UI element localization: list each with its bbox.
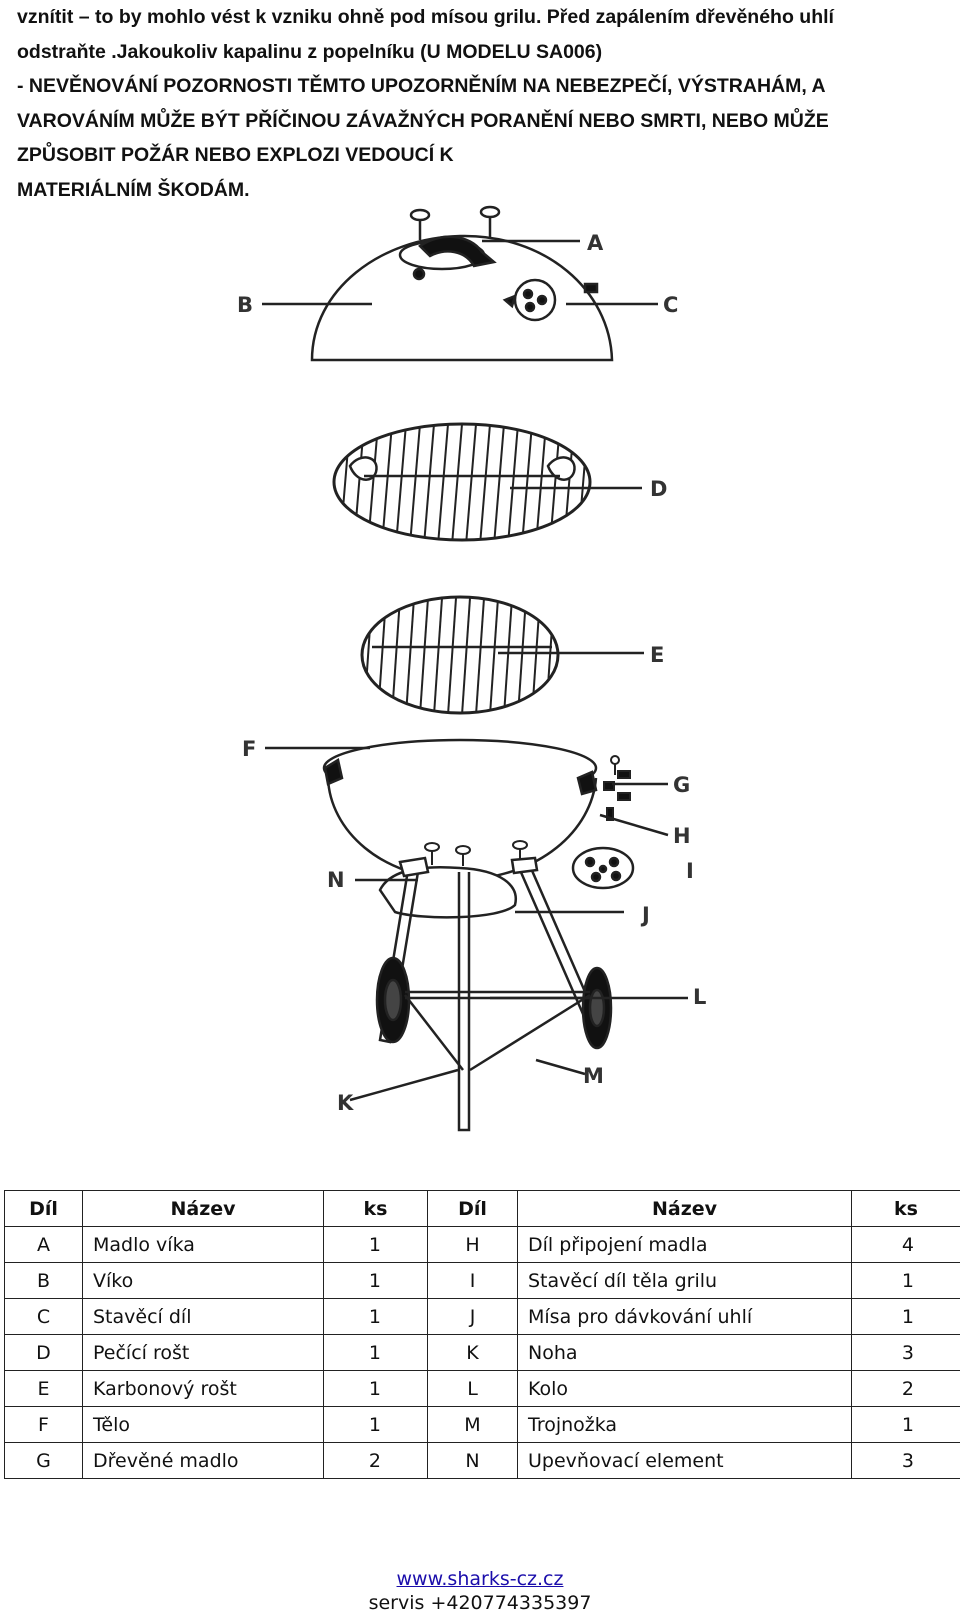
parts-table: Díl Název ks Díl Název ks A Madlo víka 1… — [4, 1190, 960, 1479]
table-cell: Víko — [83, 1263, 324, 1299]
table-cell: H — [428, 1227, 518, 1263]
table-cell: 1 — [852, 1407, 960, 1443]
column-header: Název — [518, 1191, 852, 1227]
label-i: I — [686, 859, 694, 883]
warning-line: odstraňte .Jakoukoliv kapalinu z popelní… — [17, 35, 947, 70]
label-g: G — [673, 773, 690, 797]
table-cell: Stavěcí díl těla grilu — [518, 1263, 852, 1299]
table-cell: I — [428, 1263, 518, 1299]
table-cell: 1 — [852, 1263, 960, 1299]
table-cell: C — [5, 1299, 83, 1335]
label-f: F — [242, 737, 256, 761]
table-cell: Noha — [518, 1335, 852, 1371]
table-row: G Dřevěné madlo 2 N Upevňovací element 3 — [5, 1443, 960, 1479]
label-k: K — [337, 1091, 354, 1115]
table-row: F Tělo 1 M Trojnožka 1 — [5, 1407, 960, 1443]
label-j: J — [640, 903, 650, 927]
table-cell: Stavěcí díl — [83, 1299, 324, 1335]
bottom-vent-drawing — [573, 848, 633, 888]
table-row: B Víko 1 I Stavěcí díl těla grilu 1 — [5, 1263, 960, 1299]
table-cell: 3 — [852, 1443, 960, 1479]
table-cell: G — [5, 1443, 83, 1479]
column-header: Díl — [5, 1191, 83, 1227]
table-cell: Mísa pro dávkování uhlí — [518, 1299, 852, 1335]
label-d: D — [650, 477, 667, 501]
charcoal-grate-drawing — [362, 597, 558, 715]
column-header: ks — [324, 1191, 428, 1227]
cooking-grate-drawing — [334, 424, 590, 545]
label-h: H — [673, 824, 691, 848]
footer-link-line: www.sharks-cz.cz — [0, 1568, 960, 1590]
warning-line: ZPŮSOBIT POŽÁR NEBO EXPLOZI VEDOUCÍ K — [17, 138, 947, 173]
table-cell: 1 — [324, 1299, 428, 1335]
table-row: A Madlo víka 1 H Díl připojení madla 4 — [5, 1227, 960, 1263]
table-cell: Kolo — [518, 1371, 852, 1407]
table-cell: J — [428, 1299, 518, 1335]
table-cell: Tělo — [83, 1407, 324, 1443]
table-row: D Pečící rošt 1 K Noha 3 — [5, 1335, 960, 1371]
label-b: B — [237, 293, 253, 317]
table-cell: K — [428, 1335, 518, 1371]
tripod-drawing — [405, 992, 590, 1070]
table-cell: Trojnožka — [518, 1407, 852, 1443]
table-cell: D — [5, 1335, 83, 1371]
column-header: Díl — [428, 1191, 518, 1227]
label-l: L — [693, 985, 706, 1009]
warning-line: vznítit – to by mohlo vést k vzniku ohně… — [17, 0, 947, 35]
table-cell: Dřevěné madlo — [83, 1443, 324, 1479]
footer-service: servis +420774335397 — [0, 1592, 960, 1614]
table-cell: F — [5, 1407, 83, 1443]
label-n: N — [327, 868, 345, 892]
table-cell: 3 — [852, 1335, 960, 1371]
table-cell: 1 — [324, 1263, 428, 1299]
table-cell: 1 — [324, 1335, 428, 1371]
table-cell: Pečící rošt — [83, 1335, 324, 1371]
bowl-drawing — [324, 740, 596, 880]
warning-line: - NEVĚNOVÁNÍ POZORNOSTI TĚMTO UPOZORNĚNÍ… — [17, 69, 947, 104]
table-cell: 2 — [324, 1443, 428, 1479]
table-cell: 4 — [852, 1227, 960, 1263]
label-m: M — [583, 1064, 604, 1088]
column-header: ks — [852, 1191, 960, 1227]
table-row: E Karbonový rošt 1 L Kolo 2 — [5, 1371, 960, 1407]
table-cell: A — [5, 1227, 83, 1263]
column-header: Název — [83, 1191, 324, 1227]
table-cell: Karbonový rošt — [83, 1371, 324, 1407]
table-cell: Madlo víka — [83, 1227, 324, 1263]
table-cell: E — [5, 1371, 83, 1407]
table-cell: N — [428, 1443, 518, 1479]
table-cell: 1 — [324, 1371, 428, 1407]
table-cell: 1 — [324, 1407, 428, 1443]
table-cell: B — [5, 1263, 83, 1299]
grill-exploded-diagram: A B C D E F G H I J K L M N — [0, 195, 960, 1155]
label-c: C — [663, 293, 678, 317]
label-e: E — [650, 643, 664, 667]
table-cell: Díl připojení madla — [518, 1227, 852, 1263]
lid-vent-drawing — [515, 280, 555, 320]
warning-text: vznítit – to by mohlo vést k vzniku ohně… — [17, 0, 947, 207]
table-cell: 1 — [852, 1299, 960, 1335]
table-row: C Stavěcí díl 1 J Mísa pro dávkování uhl… — [5, 1299, 960, 1335]
table-cell: 2 — [852, 1371, 960, 1407]
label-a: A — [587, 231, 604, 255]
table-cell: L — [428, 1371, 518, 1407]
table-cell: Upevňovací element — [518, 1443, 852, 1479]
website-link[interactable]: www.sharks-cz.cz — [397, 1568, 564, 1590]
warning-line: VAROVÁNÍM MŮŽE BÝT PŘÍČINOU ZÁVAŽNÝCH PO… — [17, 104, 947, 139]
table-cell: M — [428, 1407, 518, 1443]
table-header-row: Díl Název ks Díl Název ks — [5, 1191, 960, 1227]
table-cell: 1 — [324, 1227, 428, 1263]
